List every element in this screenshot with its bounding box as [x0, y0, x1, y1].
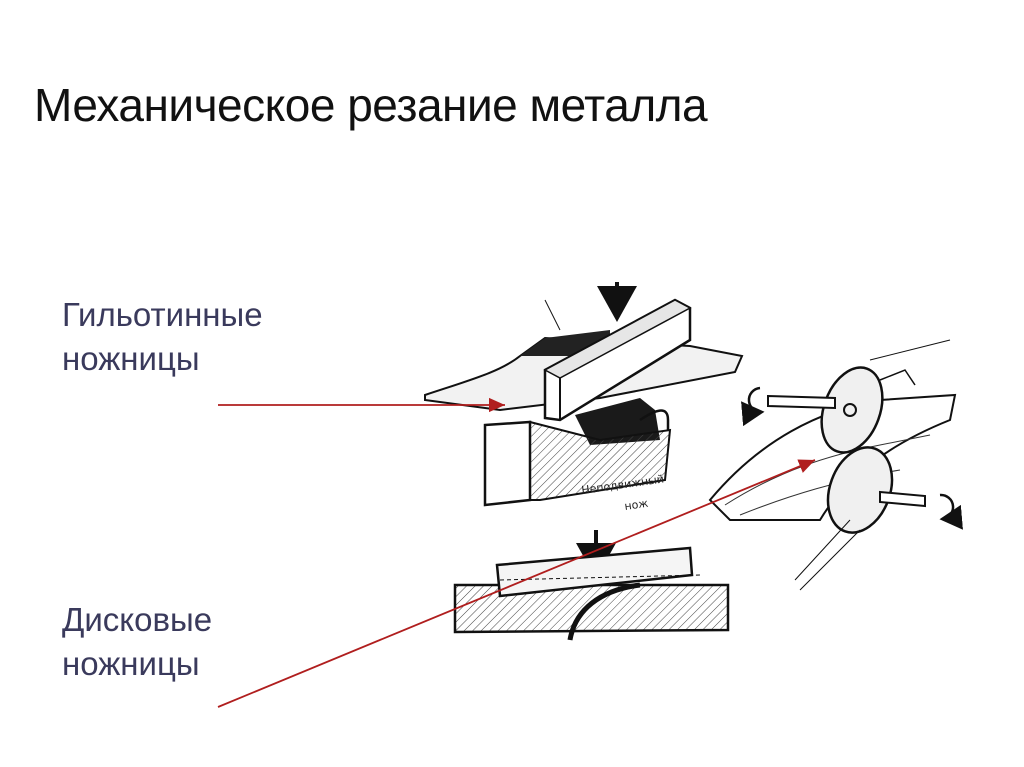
- fixed-knife-base: [483, 420, 532, 507]
- label-disc-shears: Дисковые ножницы: [62, 598, 212, 686]
- label-guillotine-line1: Гильотинные: [62, 296, 263, 333]
- pointer-line-disc: [217, 459, 816, 708]
- upper-shaft: [767, 394, 836, 410]
- label-disc-line2: ножницы: [62, 645, 200, 682]
- label-disc-line1: Дисковые: [62, 601, 213, 638]
- rotation-arrow-icon-lower: [939, 493, 963, 530]
- label-guillotine-shears: Гильотинные ножницы: [62, 293, 263, 381]
- caption-knife: нож: [624, 497, 649, 513]
- lower-shaft: [879, 490, 926, 508]
- cut-gap: [575, 398, 660, 445]
- guillotine-side-view: [453, 530, 730, 641]
- rotation-arrow-icon: [741, 386, 765, 427]
- guillotine-shears-drawing: Неподвижный нож: [424, 282, 744, 513]
- slide-title: Механическое резание металла: [34, 79, 708, 131]
- label-guillotine-line2: ножницы: [62, 340, 200, 377]
- disc-shears-drawing: [708, 339, 963, 591]
